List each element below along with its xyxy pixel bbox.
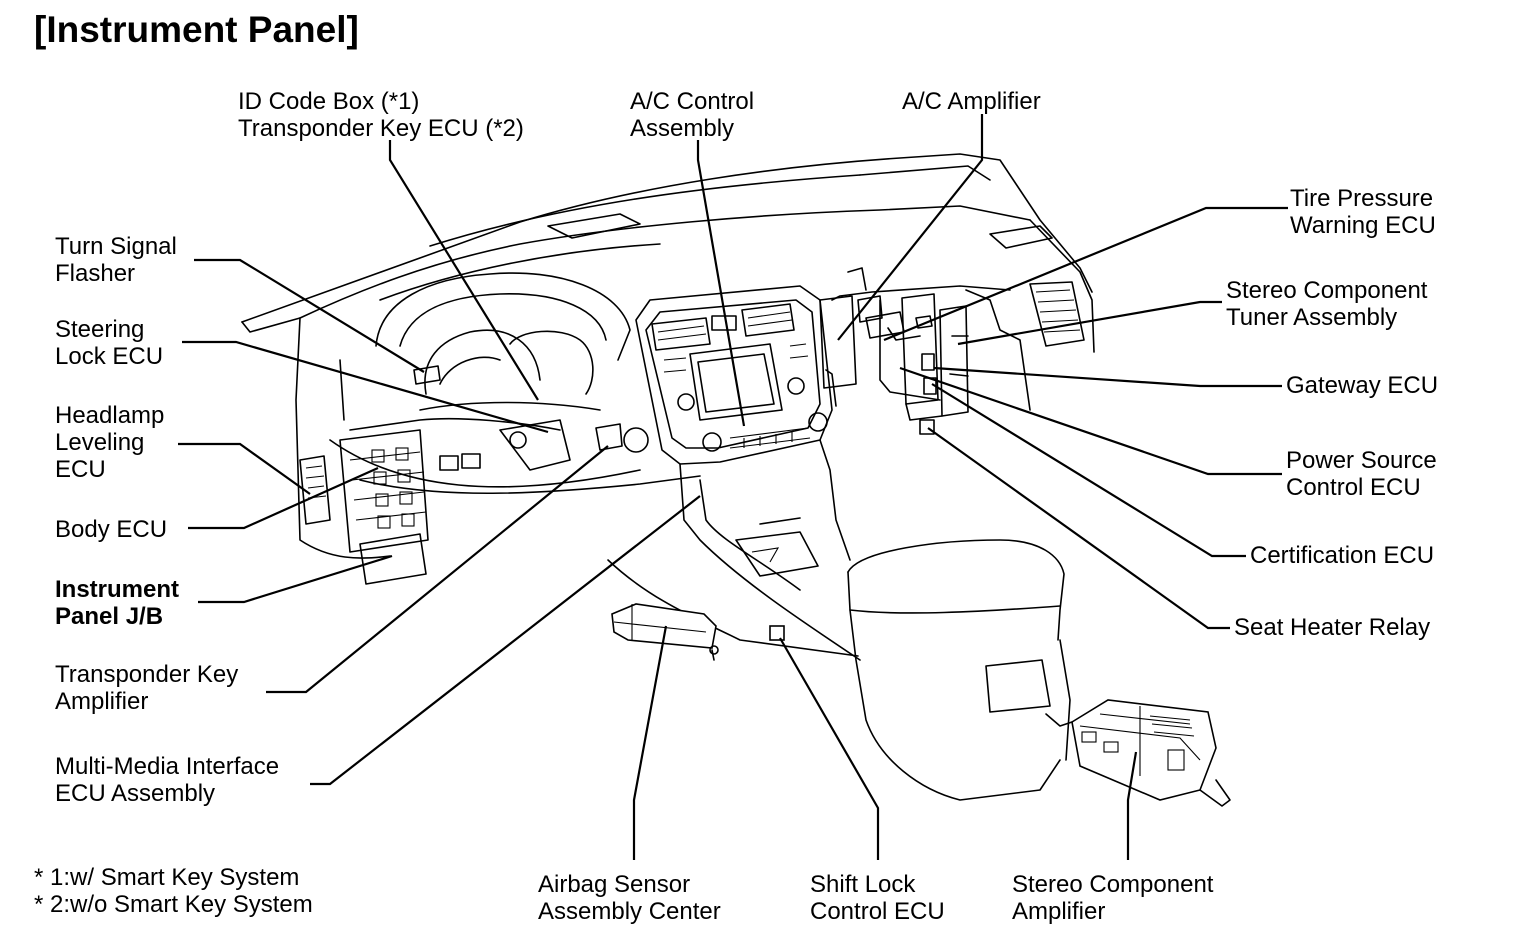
label-ac-control-line2: Assembly xyxy=(630,115,735,142)
label-steering-lock-line1: Steering xyxy=(55,316,145,343)
label-transponder-amp-line2: Amplifier xyxy=(55,688,149,715)
label-stereo-tuner-line1: Stereo Component xyxy=(1226,277,1428,304)
label-power-source-line1: Power Source xyxy=(1286,447,1437,474)
label-multimedia-line2: ECU Assembly xyxy=(55,780,216,807)
label-transponder-amp-line1: Transponder Key xyxy=(55,661,239,688)
label-seat-heater-relay: Seat Heater Relay xyxy=(1234,614,1431,641)
label-stereo-amp-line1: Stereo Component xyxy=(1012,871,1214,898)
label-stereo-tuner-line2: Tuner Assembly xyxy=(1226,304,1398,331)
label-stereo-amp-line2: Amplifier xyxy=(1012,898,1106,925)
label-power-source-line2: Control ECU xyxy=(1286,474,1421,501)
label-tire-pressure-line1: Tire Pressure xyxy=(1290,185,1434,212)
label-instrument-jb-line1: Instrument xyxy=(55,576,180,603)
label-airbag-line1: Airbag Sensor xyxy=(538,871,691,898)
label-shift-lock-line1: Shift Lock xyxy=(810,871,916,898)
dashboard-drawing xyxy=(241,153,1231,807)
label-gateway-ecu: Gateway ECU xyxy=(1286,372,1439,399)
page-title: [Instrument Panel] xyxy=(34,9,359,50)
label-headlamp-line2: Leveling xyxy=(55,429,145,456)
label-shift-lock-line2: Control ECU xyxy=(810,898,945,925)
label-id-code-box: ID Code Box (*1) xyxy=(238,88,420,115)
footnote-smart-key: * 1:w/ Smart Key System xyxy=(34,864,300,891)
label-tire-pressure-line2: Warning ECU xyxy=(1290,212,1436,239)
leader-lines xyxy=(178,114,1288,860)
label-steering-lock-line2: Lock ECU xyxy=(55,343,164,370)
label-turn-signal-line2: Flasher xyxy=(55,260,136,287)
label-turn-signal-line1: Turn Signal xyxy=(55,233,177,260)
label-body-ecu: Body ECU xyxy=(55,516,168,543)
label-airbag-line2: Assembly Center xyxy=(538,898,721,925)
label-certification-ecu: Certification ECU xyxy=(1250,542,1435,569)
label-headlamp-line1: Headlamp xyxy=(55,402,165,429)
label-ac-control-line1: A/C Control xyxy=(630,88,755,115)
footnote-no-smart-key: * 2:w/o Smart Key System xyxy=(34,891,313,918)
label-ac-amplifier: A/C Amplifier xyxy=(902,88,1041,115)
label-instrument-jb-line2: Panel J/B xyxy=(55,603,164,630)
label-headlamp-line3: ECU xyxy=(55,456,106,483)
label-transponder-key-ecu: Transponder Key ECU (*2) xyxy=(238,115,524,142)
label-multimedia-line1: Multi-Media Interface xyxy=(55,753,280,780)
